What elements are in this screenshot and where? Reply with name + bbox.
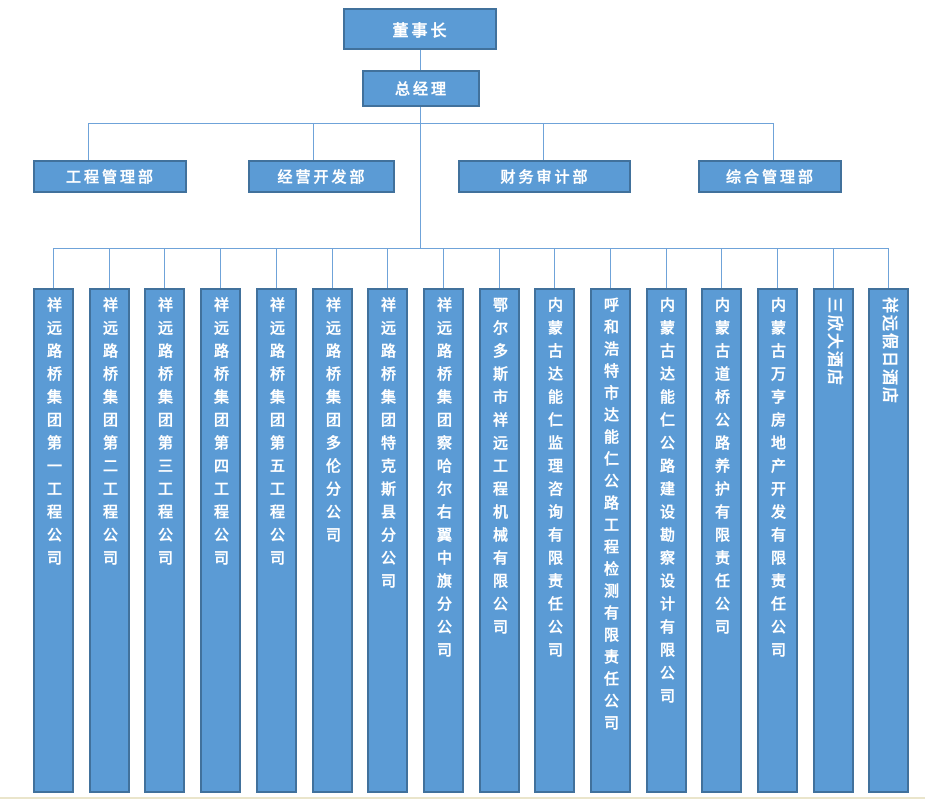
connector-dept-stub bbox=[773, 123, 774, 160]
subsidiary-label: 内蒙古达能仁监理咨询有限责任公司 bbox=[546, 297, 563, 665]
subsidiary-label: 祥远路桥集团第一工程公司 bbox=[45, 297, 62, 573]
subsidiary-label: 内蒙古达能仁公路建设勘察设计有限公司 bbox=[658, 297, 675, 711]
subsidiary-box-12: 内蒙古达能仁公路建设勘察设计有限公司 bbox=[646, 288, 687, 793]
connector-subsidiary-stub bbox=[833, 248, 834, 288]
subsidiary-box-16: 祥远假日酒店 bbox=[868, 288, 909, 793]
connector-chairman-gm bbox=[420, 50, 421, 70]
connector-departments-hline bbox=[88, 123, 773, 124]
connector-subsidiary-stub bbox=[499, 248, 500, 288]
connector-trunk bbox=[420, 107, 421, 248]
dept-box-business-development: 经营开发部 bbox=[248, 160, 395, 193]
chairman-box: 董事长 bbox=[343, 8, 497, 50]
connector-subsidiary-stub bbox=[777, 248, 778, 288]
subsidiary-label: 呼和浩特市达能仁公路工程检测有限责任公司 bbox=[602, 297, 619, 737]
dept-box-finance-audit: 财务审计部 bbox=[458, 160, 631, 193]
subsidiary-label: 祥远路桥集团第四工程公司 bbox=[212, 297, 229, 573]
subsidiary-box-2: 祥远路桥集团第二工程公司 bbox=[89, 288, 130, 793]
page-edge bbox=[0, 797, 925, 799]
dept-box-engineering-management: 工程管理部 bbox=[33, 160, 187, 193]
subsidiary-box-15: 三欣大酒店 bbox=[813, 288, 854, 793]
subsidiary-label: 祥远路桥集团第五工程公司 bbox=[268, 297, 285, 573]
connector-subsidiary-stub bbox=[276, 248, 277, 288]
subsidiary-box-8: 祥远路桥集团察哈尔右翼中旗分公司 bbox=[423, 288, 464, 793]
subsidiary-box-6: 祥远路桥集团多伦分公司 bbox=[312, 288, 353, 793]
dept-label: 经营开发部 bbox=[277, 169, 368, 186]
connector-subsidiary-stub bbox=[53, 248, 54, 288]
subsidiary-label: 三欣大酒店 bbox=[825, 297, 843, 388]
connector-subsidiary-stub bbox=[164, 248, 165, 288]
subsidiary-label: 祥远假日酒店 bbox=[880, 297, 898, 406]
dept-box-general-management: 综合管理部 bbox=[698, 160, 842, 193]
subsidiary-label: 祥远路桥集团特克斯县分公司 bbox=[379, 297, 396, 596]
connector-subsidiary-stub bbox=[554, 248, 555, 288]
subsidiary-box-11: 呼和浩特市达能仁公路工程检测有限责任公司 bbox=[590, 288, 631, 793]
subsidiary-label: 祥远路桥集团多伦分公司 bbox=[324, 297, 341, 550]
connector-subsidiary-stub bbox=[721, 248, 722, 288]
subsidiary-box-1: 祥远路桥集团第一工程公司 bbox=[33, 288, 74, 793]
subsidiary-label: 内蒙古道桥公路养护有限责任公司 bbox=[713, 297, 730, 642]
subsidiary-box-4: 祥远路桥集团第四工程公司 bbox=[200, 288, 241, 793]
subsidiary-label: 祥远路桥集团察哈尔右翼中旗分公司 bbox=[435, 297, 452, 665]
chairman-label: 董事长 bbox=[392, 23, 450, 40]
connector-subsidiary-stub bbox=[666, 248, 667, 288]
dept-label: 工程管理部 bbox=[65, 169, 156, 186]
subsidiary-box-14: 内蒙古万亨房地产开发有限责任公司 bbox=[757, 288, 798, 793]
general-manager-box: 总经理 bbox=[362, 70, 480, 107]
connector-subsidiary-stub bbox=[387, 248, 388, 288]
subsidiary-box-3: 祥远路桥集团第三工程公司 bbox=[144, 288, 185, 793]
connector-dept-stub bbox=[543, 123, 544, 160]
subsidiary-label: 祥远路桥集团第三工程公司 bbox=[156, 297, 173, 573]
connector-subsidiaries-hline bbox=[53, 248, 888, 249]
connector-subsidiary-stub bbox=[220, 248, 221, 288]
subsidiary-label: 内蒙古万亨房地产开发有限责任公司 bbox=[769, 297, 786, 665]
connector-subsidiary-stub bbox=[443, 248, 444, 288]
subsidiary-box-7: 祥远路桥集团特克斯县分公司 bbox=[367, 288, 408, 793]
connector-subsidiary-stub bbox=[332, 248, 333, 288]
connector-subsidiary-stub bbox=[109, 248, 110, 288]
general-manager-label: 总经理 bbox=[394, 81, 449, 98]
subsidiary-label: 祥远路桥集团第二工程公司 bbox=[101, 297, 118, 573]
dept-label: 财务审计部 bbox=[500, 169, 591, 186]
connector-subsidiary-stub bbox=[888, 248, 889, 288]
connector-dept-stub bbox=[313, 123, 314, 160]
subsidiary-box-10: 内蒙古达能仁监理咨询有限责任公司 bbox=[534, 288, 575, 793]
dept-label: 综合管理部 bbox=[725, 169, 816, 186]
connector-subsidiary-stub bbox=[610, 248, 611, 288]
subsidiary-box-5: 祥远路桥集团第五工程公司 bbox=[256, 288, 297, 793]
connector-dept-stub bbox=[88, 123, 89, 160]
subsidiary-box-13: 内蒙古道桥公路养护有限责任公司 bbox=[701, 288, 742, 793]
subsidiary-label: 鄂尔多斯市祥远工程机械有限公司 bbox=[491, 297, 508, 642]
subsidiary-box-9: 鄂尔多斯市祥远工程机械有限公司 bbox=[479, 288, 520, 793]
